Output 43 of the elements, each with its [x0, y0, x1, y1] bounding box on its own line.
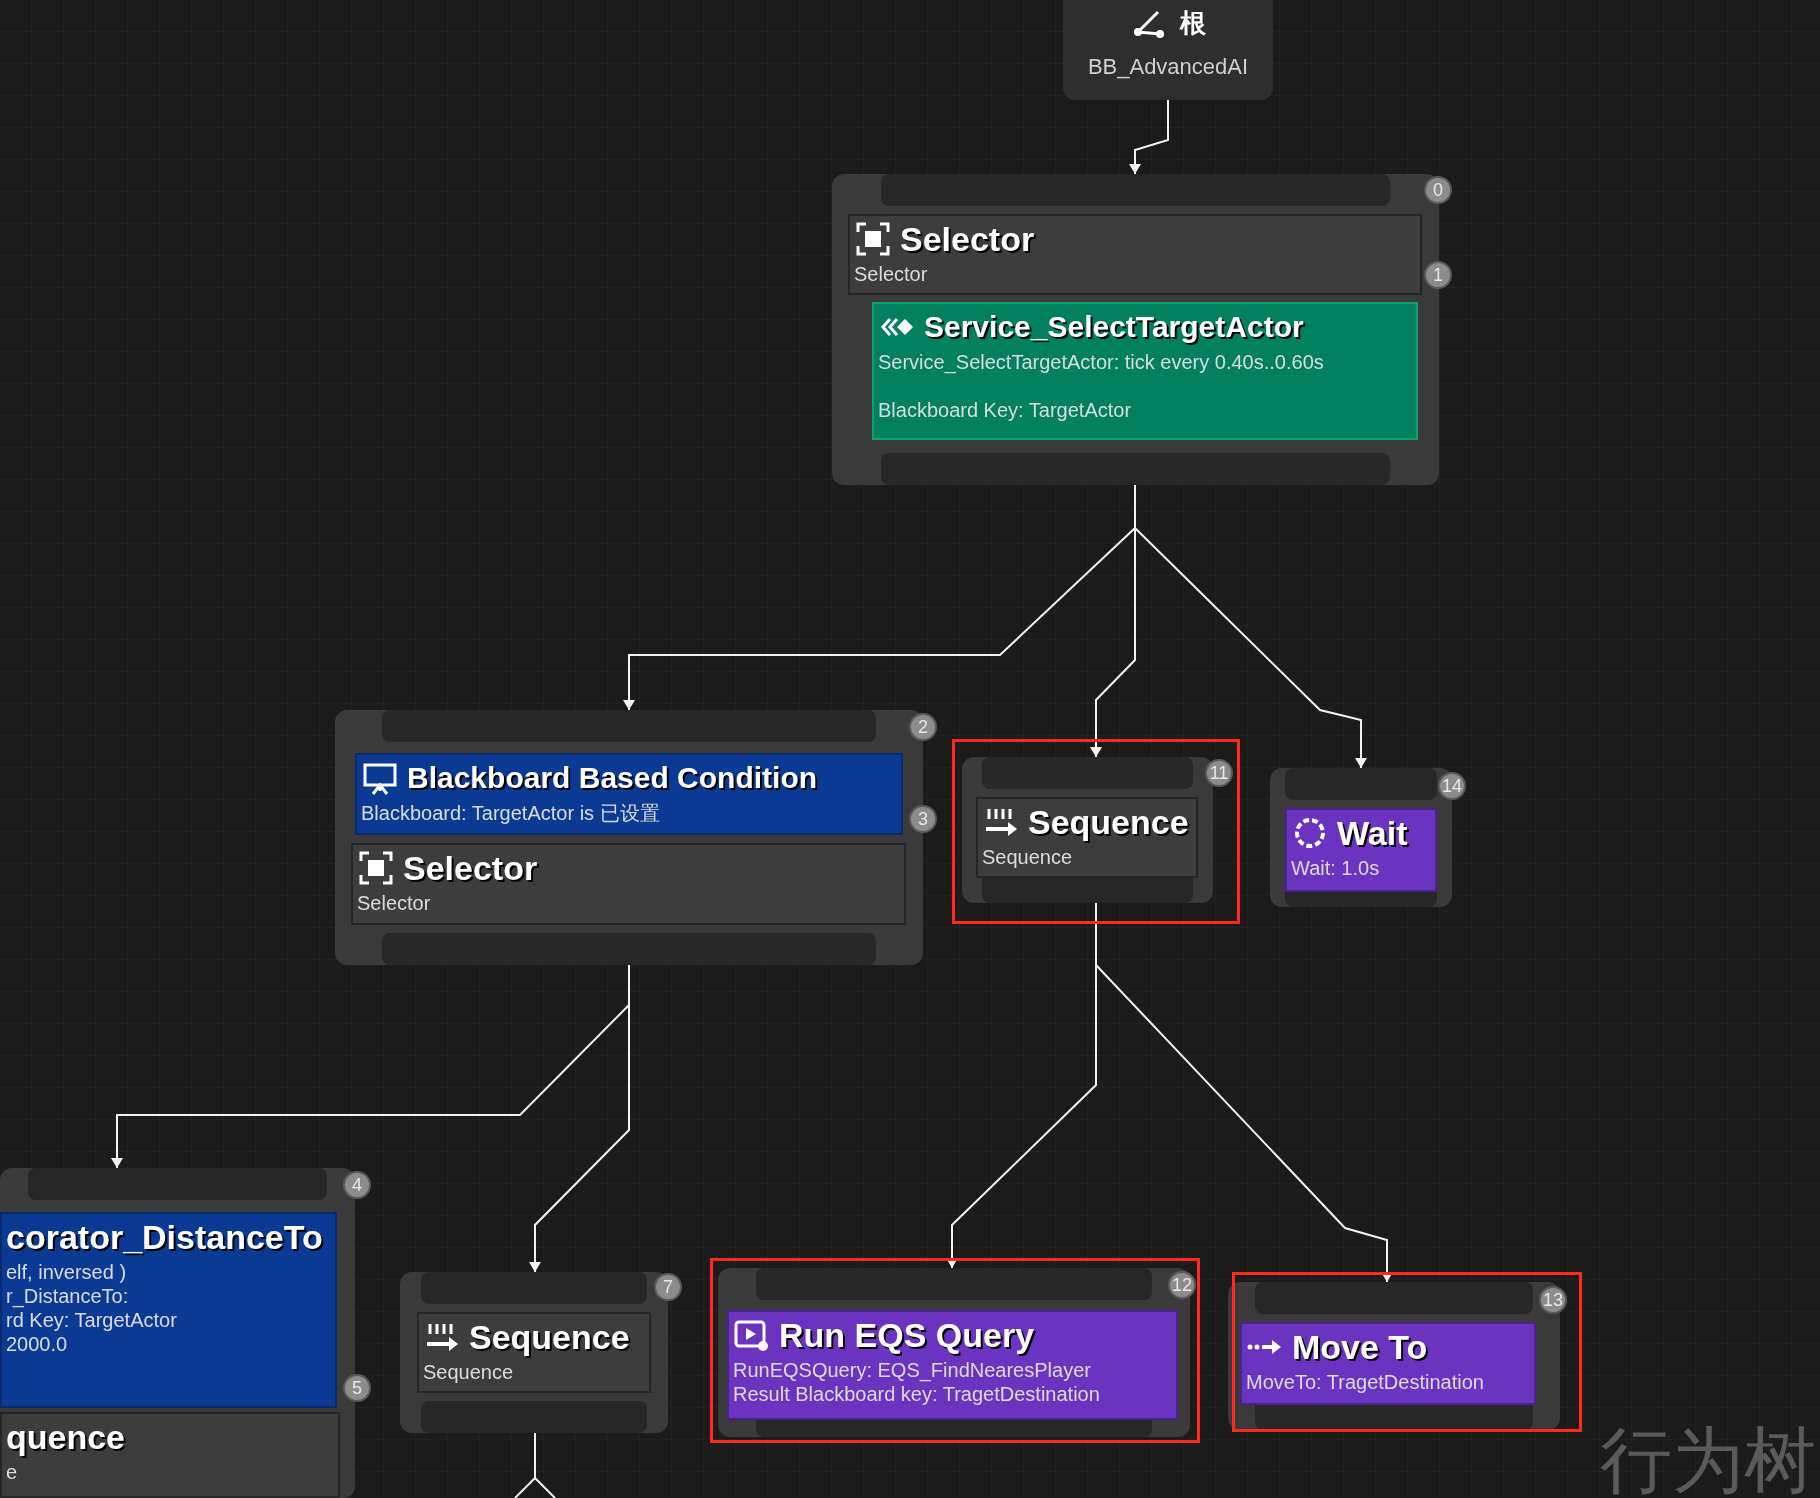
- composite-header: [976, 797, 1198, 878]
- connector-arrow: [1129, 99, 1169, 175]
- task-node: [1285, 808, 1437, 892]
- node-description: Service_SelectTargetActor: tick every 0.40s..0.60s: [878, 350, 1325, 374]
- node-description: Result Blackboard key: TragetDestination: [733, 1382, 1101, 1406]
- node-description: Blackboard: TargetActor is 已设置: [361, 801, 661, 825]
- node-title: Run EQS Query: [779, 1318, 1035, 1352]
- node-description: Sequence: [982, 845, 1074, 869]
- graph-type-label: 行为树: [1600, 1424, 1816, 1496]
- node-description: RunEQSQuery: EQS_FindNearesPlayer: [733, 1358, 1092, 1382]
- node-title: quence: [6, 1420, 126, 1454]
- root-node: [1063, 0, 1273, 100]
- node-title: Selector: [900, 222, 1035, 256]
- node-title: Sequence: [469, 1320, 630, 1354]
- node-description: rd Key: TargetActor: [6, 1308, 178, 1332]
- composite-header: [417, 1312, 651, 1393]
- node-description: Selector: [357, 891, 432, 915]
- task-node: [727, 1310, 1178, 1420]
- task-node: [0, 1212, 337, 1408]
- node-description: Sequence: [423, 1360, 515, 1384]
- node-description: 2000.0: [6, 1332, 69, 1356]
- node-subtitle: BB_AdvancedAI: [1087, 53, 1249, 81]
- node-title: Move To: [1292, 1330, 1428, 1364]
- node-title: Wait: [1337, 816, 1408, 850]
- node-description: elf, inversed ): [6, 1260, 128, 1284]
- node-description: Wait: 1.0s: [1291, 856, 1381, 880]
- node-description: r_DistanceTo:: [6, 1284, 130, 1308]
- node-description: e: [6, 1460, 19, 1484]
- composite-header: [351, 843, 906, 925]
- node-description: MoveTo: TragetDestination: [1246, 1370, 1485, 1394]
- node-description: Blackboard Key: TargetActor: [878, 398, 1133, 422]
- connector-arrow: [529, 964, 630, 1273]
- task-node: [1240, 1322, 1536, 1405]
- node-title: Selector: [403, 851, 538, 885]
- node-title: Blackboard Based Condition: [407, 763, 818, 793]
- task-node: [355, 753, 903, 835]
- task-node: [872, 302, 1418, 440]
- node-title: Service_SelectTargetActor: [924, 312, 1304, 342]
- node-title: corator_DistanceTo: [6, 1220, 323, 1254]
- composite-header: [848, 214, 1422, 295]
- node-title: Sequence: [1028, 805, 1189, 839]
- node-description: Selector: [854, 262, 929, 286]
- node-title: 根: [1180, 10, 1206, 36]
